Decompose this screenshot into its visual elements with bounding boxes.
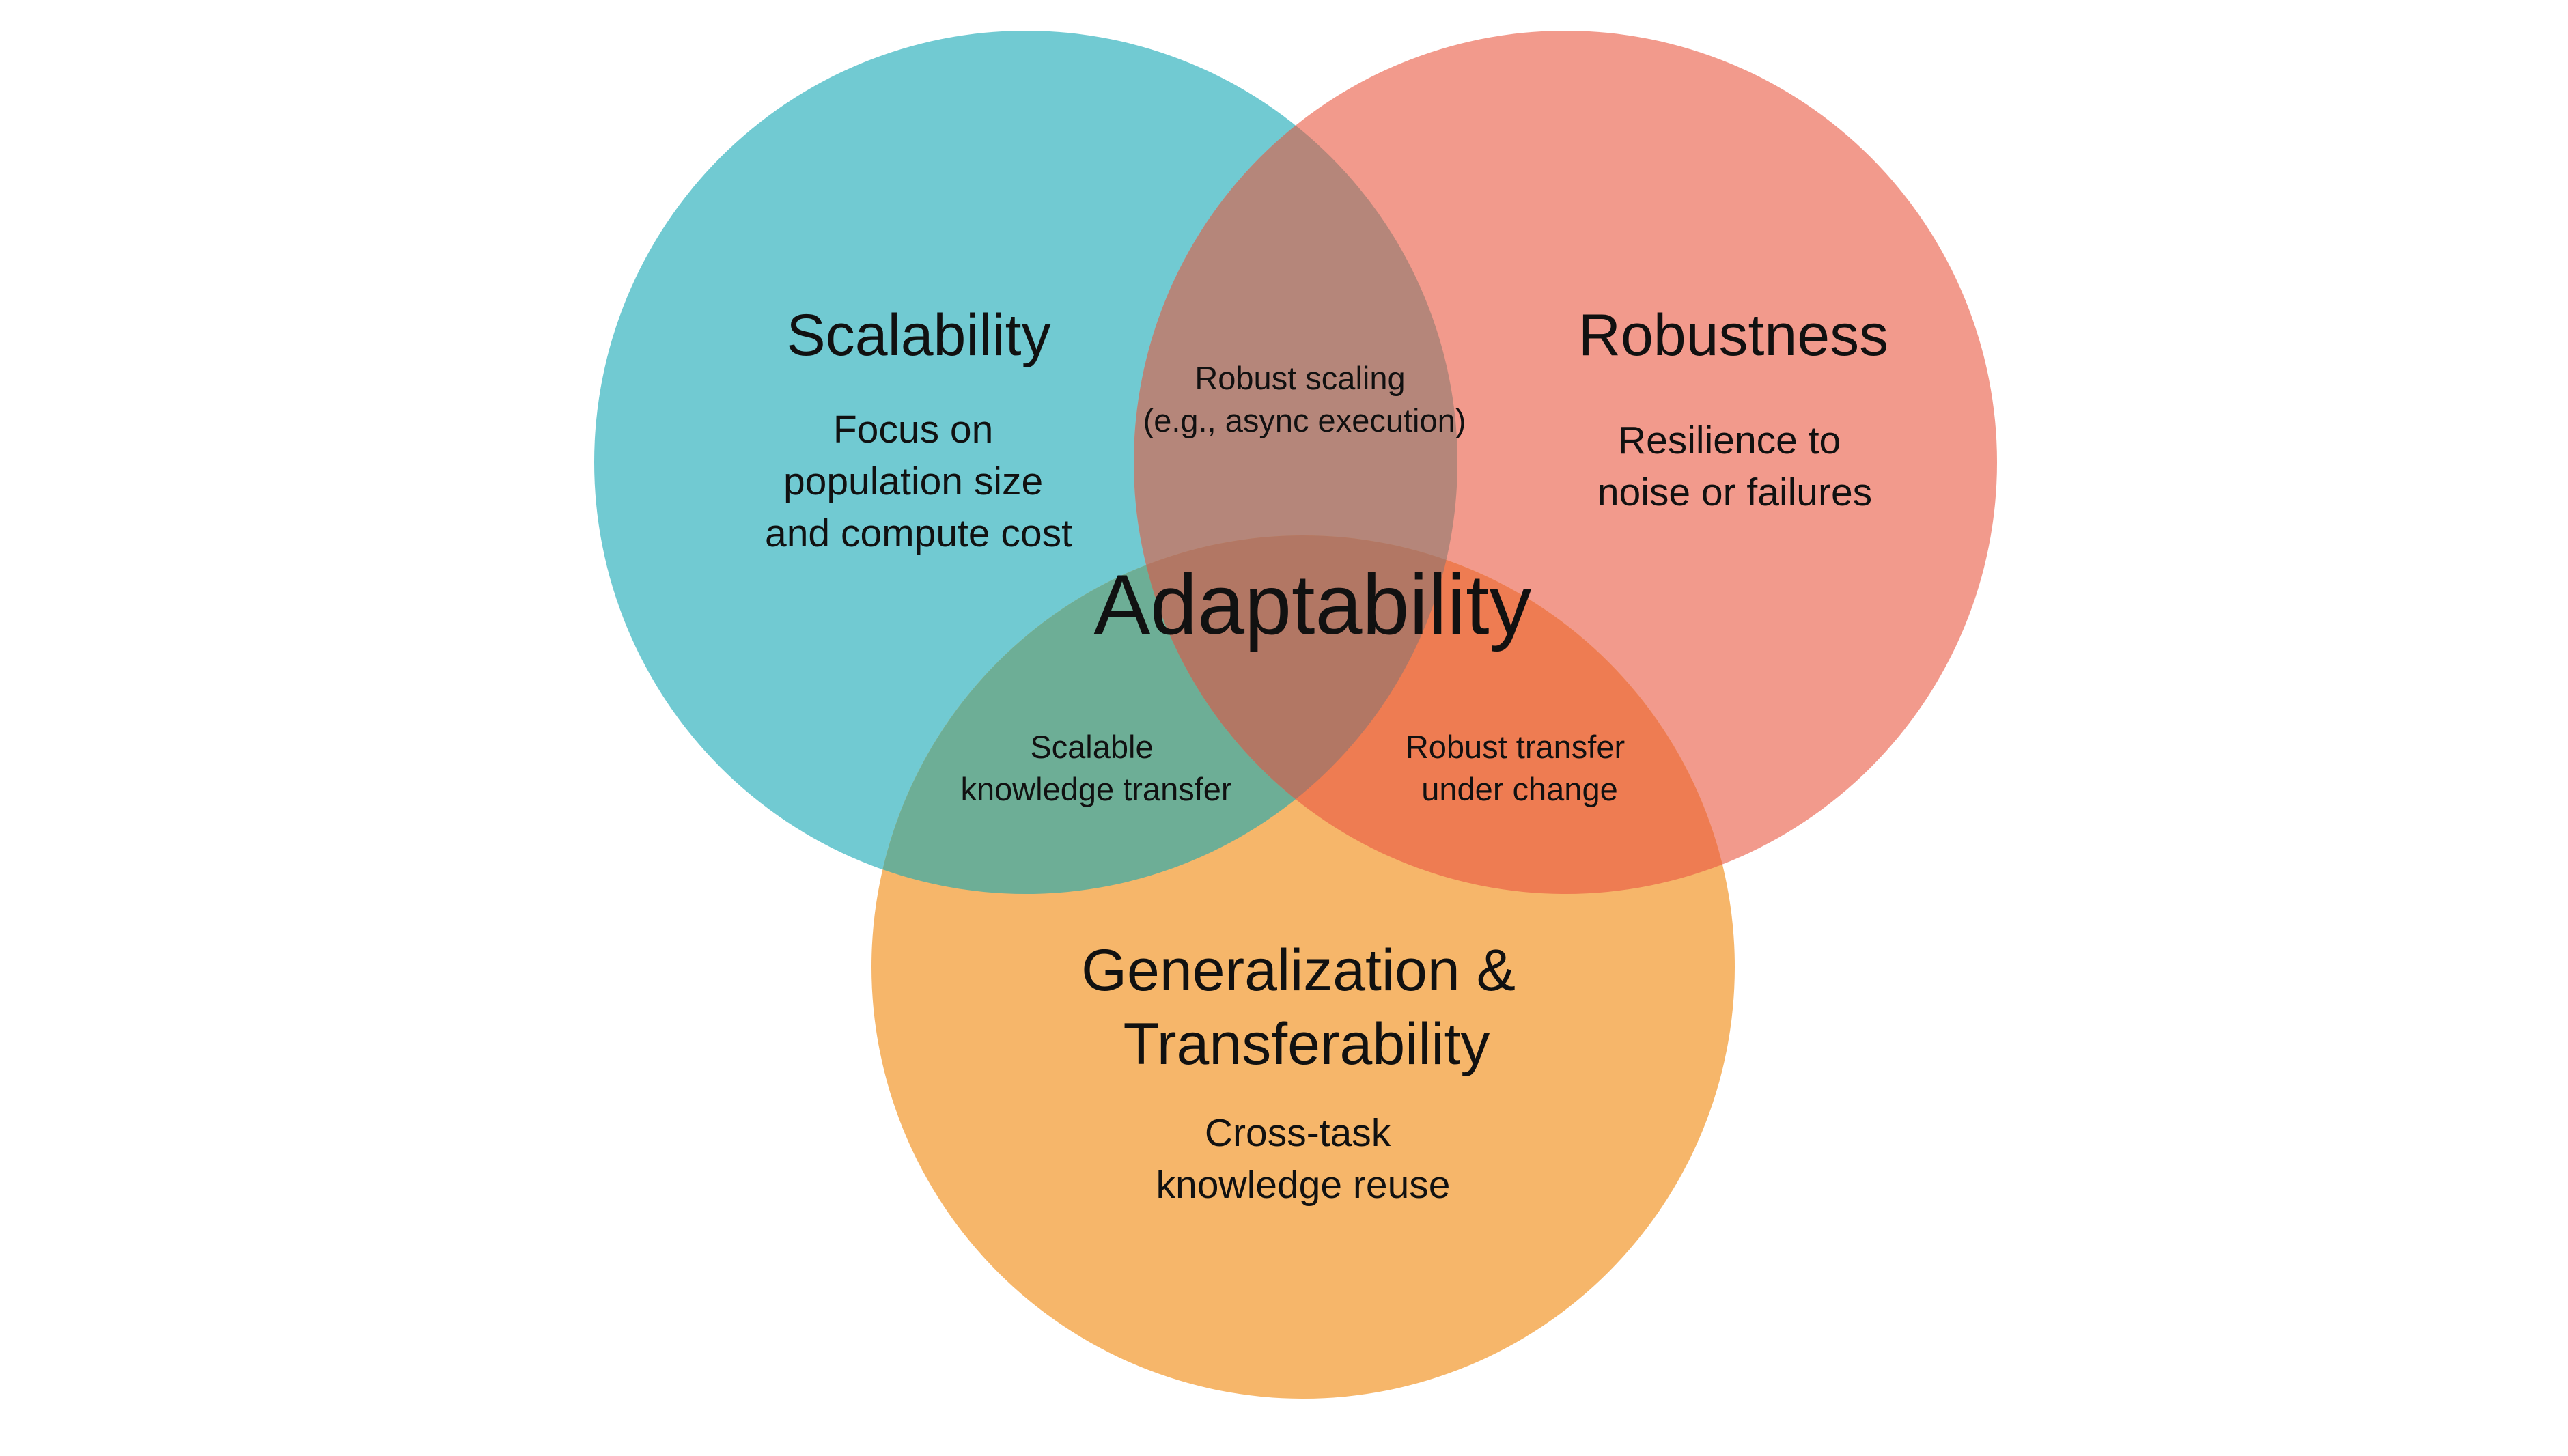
generalization-title: Generalization & Transferability	[1081, 938, 1532, 1077]
intersection-robustness-generalization-label: Robust transfer under change	[1406, 729, 1634, 807]
intersection-scalability-generalization-label: Scalable knowledge transfer	[960, 729, 1231, 807]
scalability-title: Scalability	[786, 303, 1050, 368]
generalization-description: Cross-task knowledge reuse	[1156, 1111, 1451, 1207]
overlap-scalability-generalization	[871, 535, 1457, 894]
robustness-title: Robustness	[1578, 303, 1888, 368]
robustness-description: Resilience to noise or failures	[1597, 419, 1872, 514]
overlap-robustness-generalization	[1134, 535, 1735, 894]
intersection-scalability-robustness-label: Robust scaling (e.g., async execution)	[1143, 360, 1466, 438]
center-label-adaptability: Adaptability	[1093, 558, 1531, 652]
scalability-description: Focus on population size and compute cos…	[765, 408, 1072, 555]
